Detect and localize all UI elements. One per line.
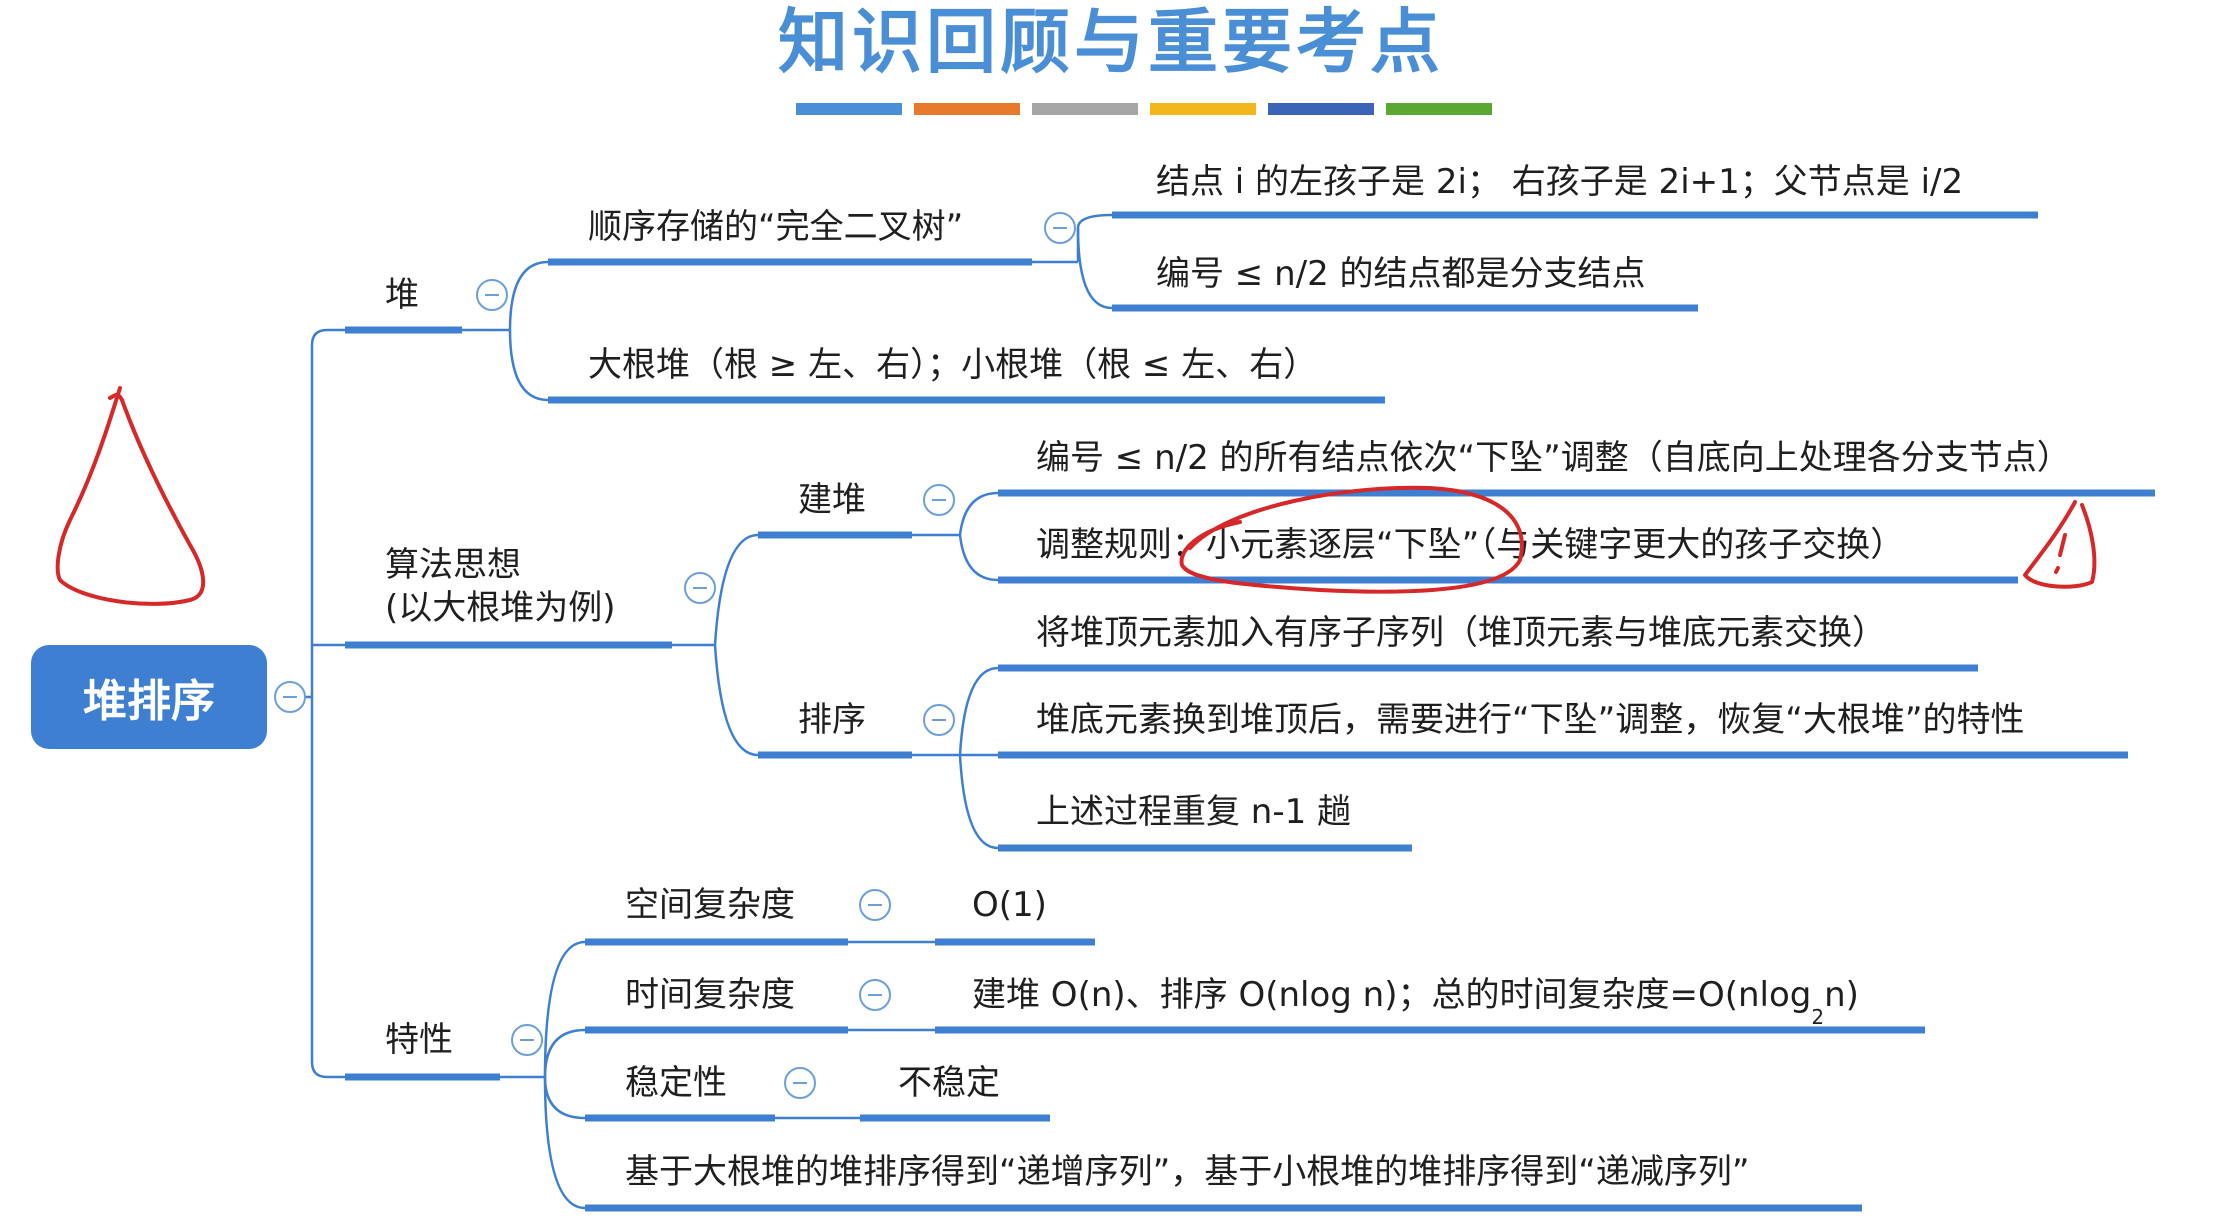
collapse-button-build[interactable] [923,484,955,516]
node-algorithm-line2[interactable]: (以大根堆为例) [385,588,616,628]
color-bar-orange [914,103,1020,115]
collapse-button-root[interactable] [274,681,306,713]
node-heap[interactable]: 堆 [385,275,419,315]
color-bar-navy [1268,103,1374,115]
leaf-adjust-rule: 调整规则：小元素逐层“下坠”（与关键字更大的孩子交换） [1036,525,1905,565]
page-title: 知识回顾与重要考点 [778,1,1444,83]
node-stability[interactable]: 稳定性 [625,1063,727,1103]
collapse-button-sort[interactable] [923,704,955,736]
time-value-subscript: 2 [1811,1005,1825,1029]
collapse-button-stability[interactable] [784,1067,816,1099]
time-value-end: n) [1824,975,1859,1015]
color-bar-yellow [1150,103,1256,115]
root-node-heap-sort[interactable]: 堆排序 [31,645,267,749]
color-bar-gray [1032,103,1138,115]
node-space-complexity[interactable]: 空间复杂度 [625,885,795,925]
leaf-space-value: O(1) [972,885,1047,925]
collapse-button-algorithm[interactable] [684,572,716,604]
time-value-main: 建堆 O(n)、排序 O(nlog n)；总的时间复杂度=O(nlog [972,975,1812,1015]
node-time-complexity[interactable]: 时间复杂度 [625,975,795,1015]
leaf-big-small-heap: 大根堆（根 ≥ 左、右）；小根堆（根 ≤ 左、右） [588,345,1318,385]
leaf-stability-value: 不稳定 [898,1063,1000,1103]
collapse-button-sequential[interactable] [1044,212,1076,244]
node-sort[interactable]: 排序 [798,700,866,740]
leaf-branch-nodes: 编号 ≤ n/2 的结点都是分支结点 [1156,254,1646,294]
leaf-sequence-note: 基于大根堆的堆排序得到“递增序列”，基于小根堆的堆排序得到“递减序列” [625,1152,1750,1192]
node-properties[interactable]: 特性 [385,1020,453,1060]
leaf-child-index: 结点 i 的左孩子是 2i； 右孩子是 2i+1；父节点是 i/2 [1156,162,1964,202]
node-algorithm-line1[interactable]: 算法思想 [385,545,521,585]
leaf-sort-swap: 将堆顶元素加入有序子序列（堆顶元素与堆底元素交换） [1036,613,1886,653]
color-bar-blue [796,103,902,115]
node-build-heap[interactable]: 建堆 [798,480,866,520]
leaf-sort-repeat: 上述过程重复 n-1 趟 [1036,792,1352,832]
node-sequential-storage[interactable]: 顺序存储的“完全二叉树” [588,207,964,247]
color-bar-green [1386,103,1492,115]
leaf-sort-sink: 堆底元素换到堆顶后，需要进行“下坠”调整，恢复“大根堆”的特性 [1036,700,2025,740]
leaf-build-sink: 编号 ≤ n/2 的所有结点依次“下坠”调整（自底向上处理各分支节点） [1036,438,2071,478]
collapse-button-properties[interactable] [511,1024,543,1056]
collapse-button-heap[interactable] [476,279,508,311]
collapse-button-time[interactable] [859,979,891,1011]
collapse-button-space[interactable] [859,889,891,921]
leaf-time-value: 建堆 O(n)、排序 O(nlog n)；总的时间复杂度=O(nlog2n) [972,975,1859,1027]
